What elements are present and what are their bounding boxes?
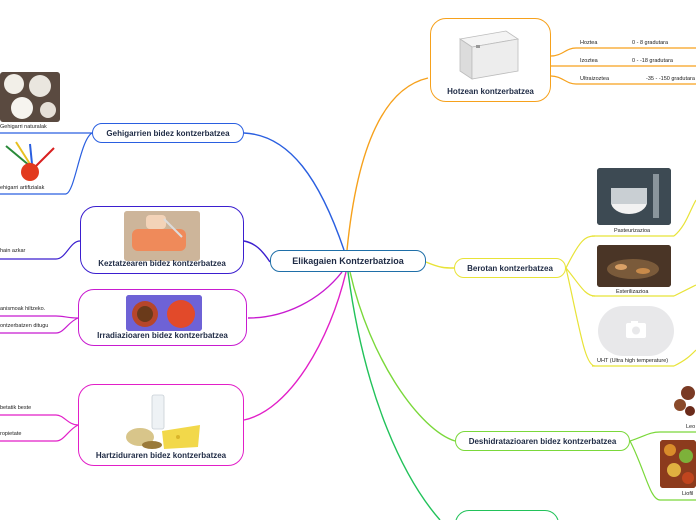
salmon-image bbox=[124, 211, 200, 261]
hotz-row-3-name: Ultraizoztea bbox=[580, 76, 610, 82]
branch-gehigarri[interactable]: Gehigarrien bidez kontzerbatzea bbox=[92, 123, 244, 143]
irradi-leaf-1: anismoak hiltzeko. bbox=[0, 306, 46, 312]
branch-irradi[interactable]: Irradiazioaren bidez kontzerbatzea bbox=[78, 289, 247, 346]
branch-bero-label: Berotan kontzerbatzea bbox=[467, 263, 553, 273]
connector-irradi bbox=[247, 271, 343, 319]
bero-item-1: Pasteurizazioa bbox=[614, 228, 651, 234]
hotz-row-1-name: Hoztea bbox=[580, 40, 598, 46]
esterilizazioa-image bbox=[597, 245, 671, 287]
branch-hotz-label: Hotzean kontzerbatzea bbox=[447, 87, 534, 96]
branch-keztatze[interactable]: Keztatzearen bidez kontzerbatzea bbox=[80, 206, 244, 274]
camera-icon bbox=[626, 321, 646, 338]
deshidra-item-1: Leo bbox=[686, 424, 696, 430]
branch-deshidra-label: Deshidratazioaren bidez kontzerbatzea bbox=[468, 436, 617, 446]
keztatze-leaf: hain azkar bbox=[0, 248, 26, 254]
irradi-leaf-2: ontzerbatzen ditugu bbox=[0, 323, 49, 329]
dairy-image bbox=[122, 391, 202, 451]
gehigarri-item-2: ehigarri artifizialak bbox=[0, 185, 45, 191]
hotz-row-1-value: 0 - 8 gradutara bbox=[632, 40, 669, 46]
branch-hartzid[interactable]: Hartziduraren bidez kontzerbatzea bbox=[78, 384, 244, 466]
gehigarri-item-1: Gehigarri naturalak bbox=[0, 124, 47, 130]
hotz-row-2-value: 0 - -18 gradutara bbox=[632, 58, 673, 64]
hotz-row-2-name: Izoztea bbox=[580, 58, 598, 64]
leo-image bbox=[668, 383, 696, 423]
natural-additives-image bbox=[0, 72, 60, 122]
connector-deshidra bbox=[349, 271, 456, 442]
hotz-row-3-value: -35 - -150 gradutara bbox=[646, 76, 695, 82]
artificial-additives-image bbox=[0, 140, 60, 184]
apples-image bbox=[126, 295, 202, 331]
connector-hotz bbox=[346, 77, 429, 251]
pasteurizazioa-image bbox=[597, 168, 671, 225]
connector-bottom bbox=[347, 271, 441, 520]
hartzid-leaf-2: ropietate bbox=[0, 431, 22, 437]
connector-hartzid bbox=[243, 271, 347, 421]
branch-keztatze-label: Keztatzearen bidez kontzerbatzea bbox=[98, 259, 226, 268]
hartzid-leaf-1: betatik beste bbox=[0, 405, 32, 411]
branch-irradi-label: Irradiazioaren bidez kontzerbatzea bbox=[97, 331, 228, 340]
deshidra-item-2: Liofil bbox=[682, 491, 694, 497]
bero-item-3: UHT (Ultra high temperature) bbox=[597, 358, 669, 364]
central-topic[interactable]: Elikagaien Kontzerbatzioa bbox=[270, 250, 426, 272]
branch-deshidra[interactable]: Deshidratazioaren bidez kontzerbatzea bbox=[455, 431, 630, 451]
connector-keztatze bbox=[243, 240, 271, 263]
uht-image-placeholder bbox=[598, 306, 674, 356]
freezer-image bbox=[454, 25, 524, 81]
branch-hotz[interactable]: Hotzean kontzerbatzea bbox=[430, 18, 551, 102]
branch-bottom-partial[interactable] bbox=[455, 510, 559, 520]
connector-bero bbox=[425, 261, 455, 269]
bero-item-2: Esterilizazioa bbox=[616, 289, 649, 295]
liofil-image bbox=[660, 440, 696, 488]
branch-bero[interactable]: Berotan kontzerbatzea bbox=[454, 258, 566, 278]
branch-gehigarri-label: Gehigarrien bidez kontzerbatzea bbox=[106, 128, 230, 138]
central-topic-label: Elikagaien Kontzerbatzioa bbox=[292, 256, 404, 266]
connector-gehigarri bbox=[243, 132, 345, 251]
branch-hartzid-label: Hartziduraren bidez kontzerbatzea bbox=[95, 451, 227, 460]
